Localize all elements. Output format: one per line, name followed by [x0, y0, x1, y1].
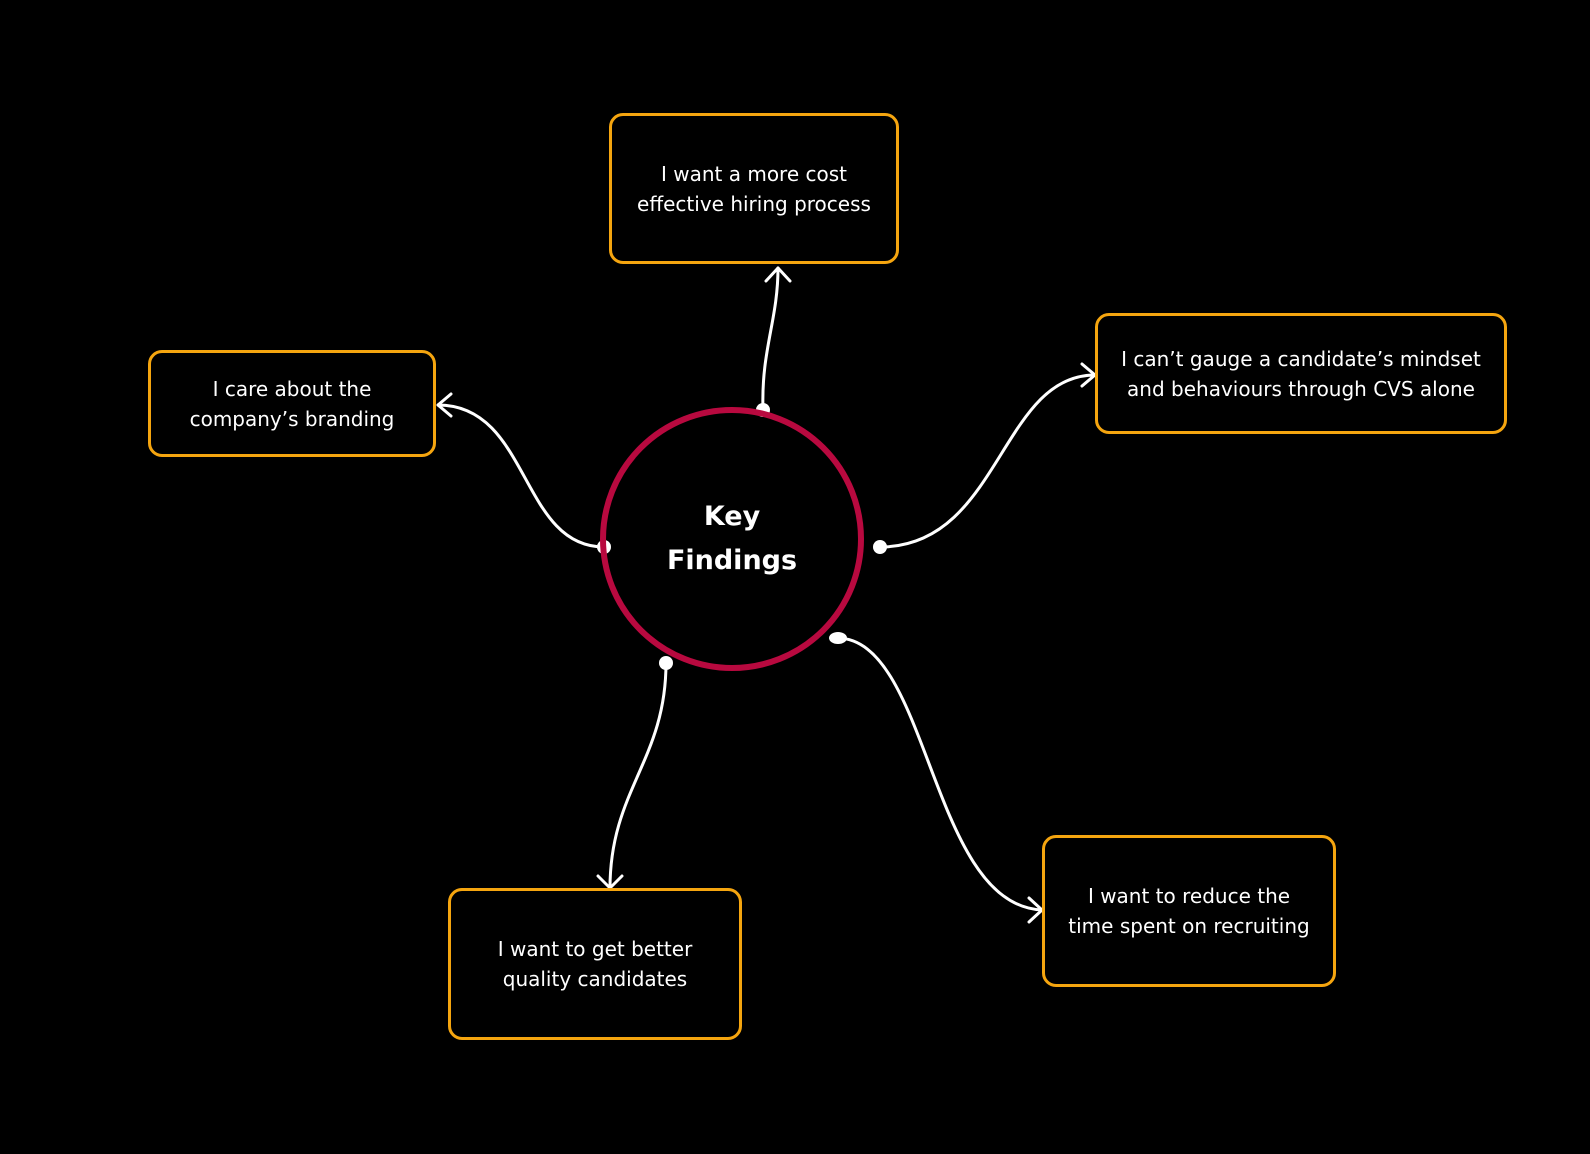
connector-mindset [878, 373, 1097, 549]
finding-text-time: I want to reduce the time spent on recru… [1068, 884, 1310, 938]
finding-box-time: I want to reduce the time spent on recru… [1042, 835, 1336, 987]
finding-box-quality: I want to get better quality candidates [448, 888, 742, 1040]
finding-box-cost: I want a more cost effective hiring proc… [609, 113, 899, 264]
arrowhead-cost-icon [764, 266, 792, 283]
finding-text-cost: I want a more cost effective hiring proc… [637, 161, 871, 216]
connector-cost [761, 266, 780, 412]
connector-dot-quality-icon [659, 656, 673, 670]
finding-text-branding: I care about the company’s branding [189, 376, 395, 431]
connector-dot-mindset-icon [873, 540, 887, 554]
finding-text-quality: I want to get better quality candidates [497, 937, 693, 991]
connector-dot-time-icon [829, 632, 847, 644]
arrowhead-branding-icon [436, 392, 453, 418]
finding-text-mindset: I can’t gauge a candidate’s mindset and … [1121, 346, 1481, 401]
finding-box-branding: I care about the company’s branding [148, 350, 436, 457]
key-findings-label: Key Findings [666, 501, 798, 576]
key-findings-circle: Key Findings [600, 407, 864, 671]
connector-branding [436, 403, 606, 549]
connector-time [836, 636, 1044, 912]
connector-quality [608, 661, 668, 890]
finding-box-mindset: I can’t gauge a candidate’s mindset and … [1095, 313, 1507, 434]
